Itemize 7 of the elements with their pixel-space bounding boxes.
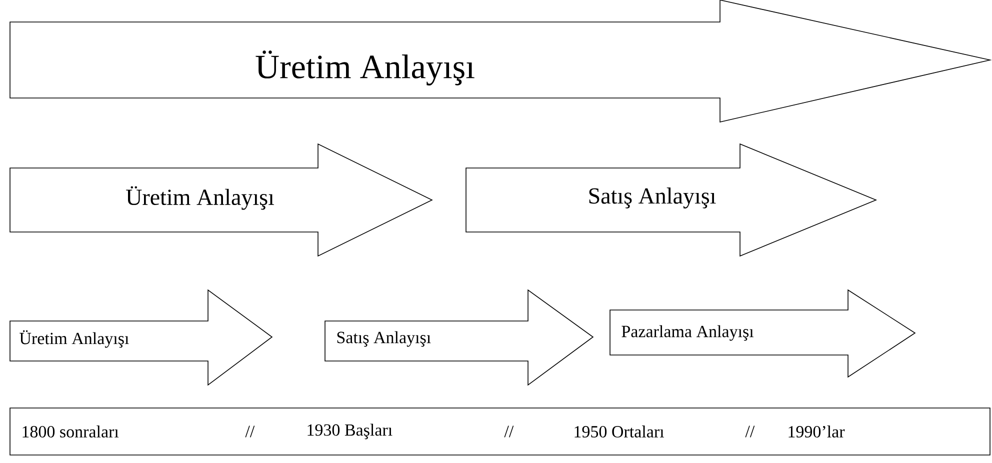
period-label: 1990’lar	[788, 426, 845, 438]
period-label: 1930 Başları	[308, 424, 392, 440]
separator: //	[745, 426, 755, 438]
period-label: 1950 Ortaları	[574, 426, 664, 438]
separator: //	[504, 426, 514, 438]
period-label: 1800 sonraları	[22, 426, 119, 438]
separator: //	[245, 426, 255, 438]
